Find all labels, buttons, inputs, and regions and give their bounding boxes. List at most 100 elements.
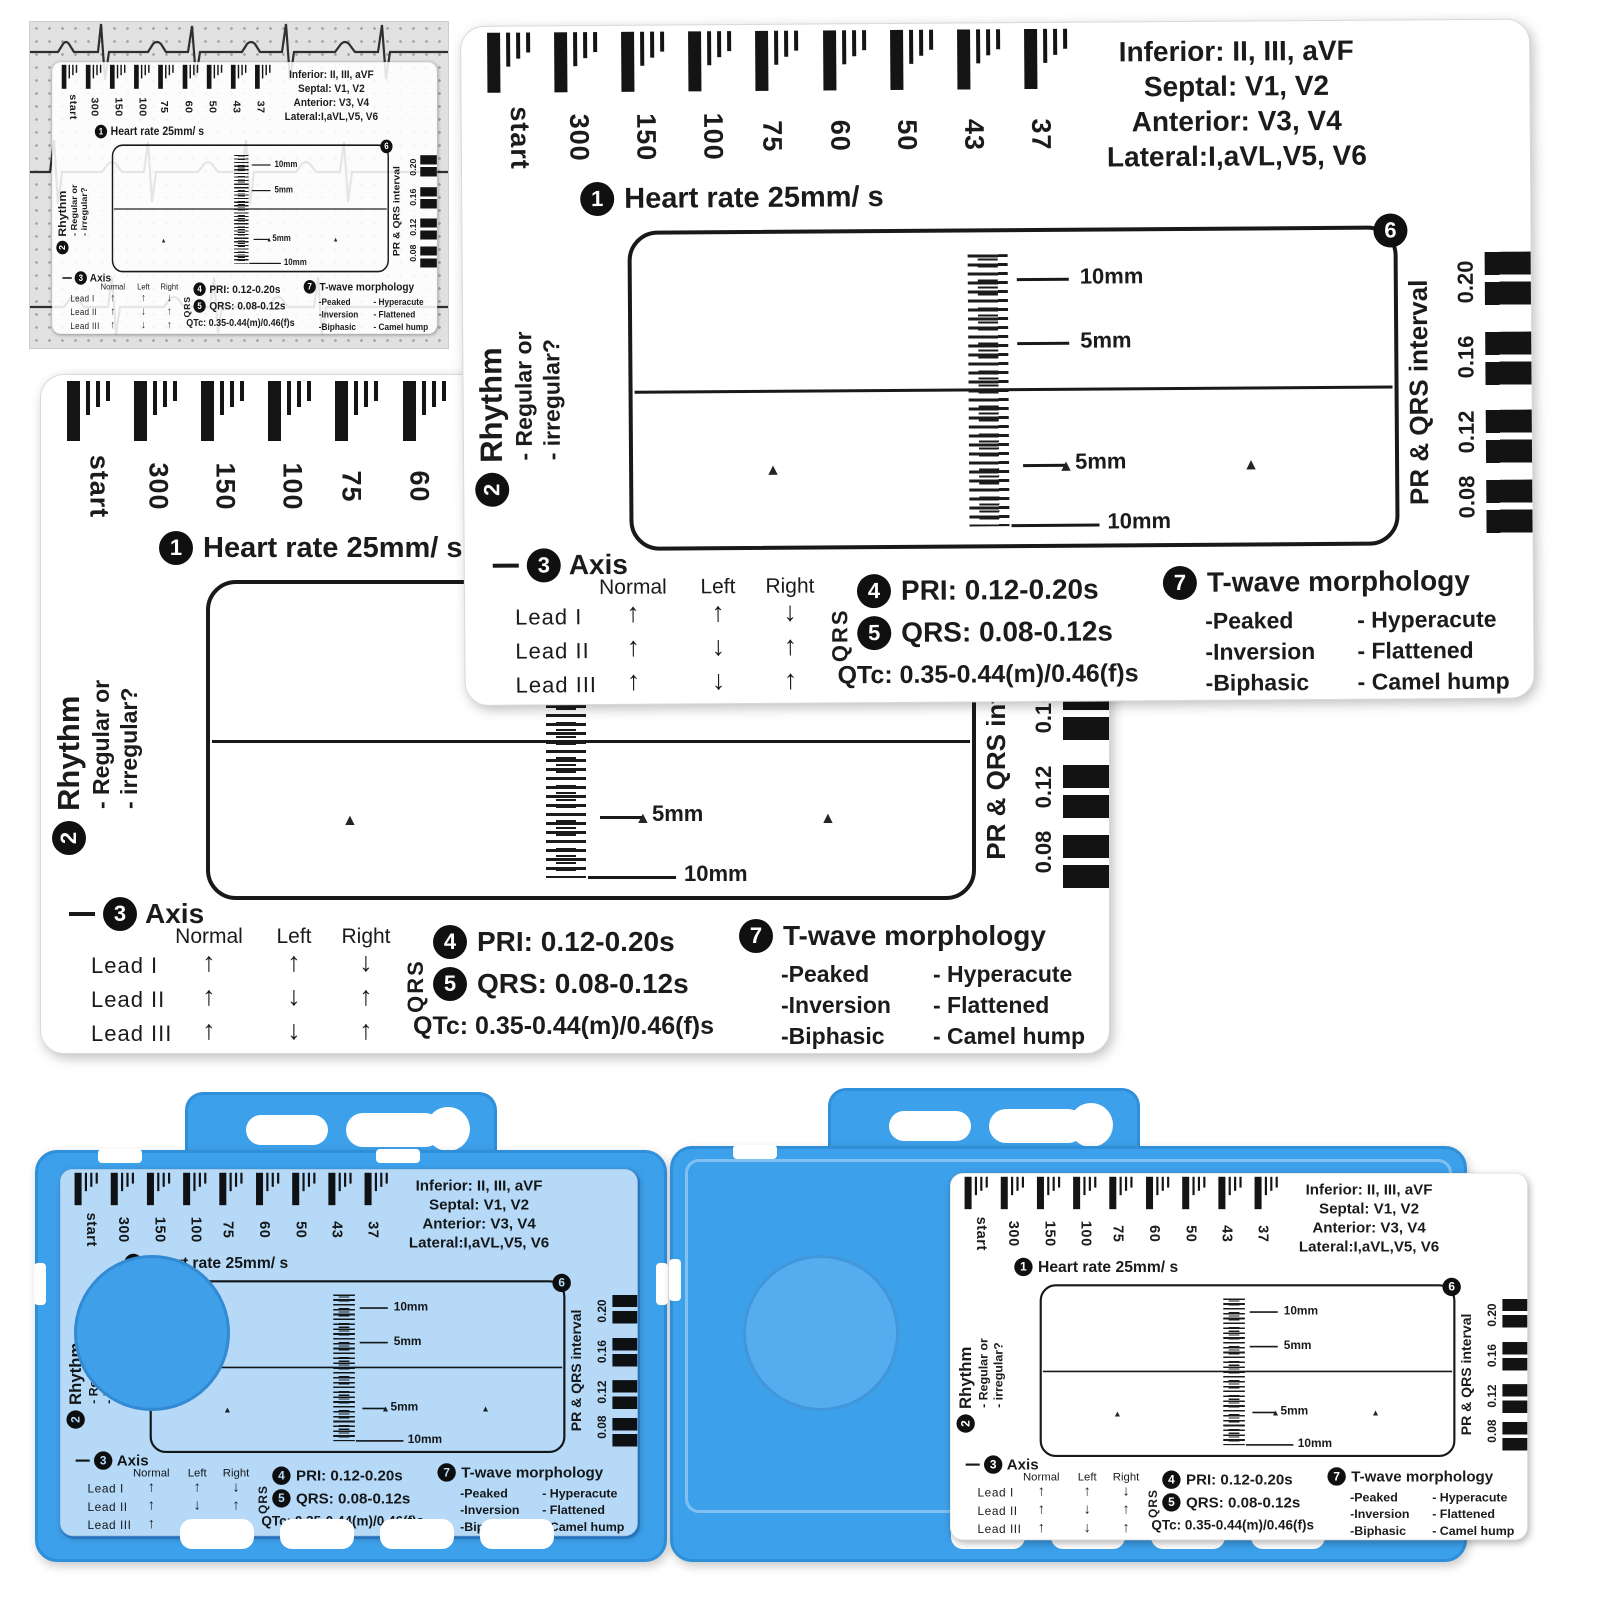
- ruler-tick-group: [335, 381, 402, 443]
- step-1-badge: 1: [94, 124, 108, 139]
- axis-arrow: ↑: [1037, 1482, 1045, 1499]
- pr-qrs-text: PR & QRS interval: [390, 166, 402, 257]
- t-wave-item: - Camel hump: [933, 1023, 1086, 1049]
- pri-value: PRI: 0.12-0.20s: [477, 926, 675, 957]
- ecg-reference-card: start 300 150 100 75 60 50 43 37 Inferio…: [460, 18, 1535, 706]
- baseline: [212, 740, 970, 743]
- tab-hole: [1069, 1103, 1113, 1147]
- axis-arrow: ↓: [166, 291, 172, 304]
- label-5mm-top: 5mm: [274, 184, 293, 195]
- rhythm-line-1: - Regular or: [69, 184, 79, 236]
- ruler-label: 100: [277, 461, 308, 511]
- ruler-label: 150: [631, 112, 662, 161]
- ruler-ticks: [964, 1176, 1291, 1210]
- step-1-badge: 1: [580, 181, 615, 217]
- axis-arrow: ↓: [141, 318, 146, 331]
- qtc-value: QTc: 0.35-0.44(m)/0.46(f)s: [837, 659, 1139, 690]
- lead-group-septal: Septal: V1, V2: [1143, 69, 1330, 103]
- step-2-rhythm: 2 Rhythm - Regular or - irregular?: [51, 625, 181, 855]
- axis-arrow: ↓: [287, 981, 301, 1011]
- mark-line-10mm-top: [251, 164, 271, 166]
- lead-groups-block: Inferior: II, III, aVF Septal: V1, V2 An…: [1253, 1180, 1485, 1256]
- ruler-labels: start 300 150 100 75 60 50 43 37: [62, 94, 279, 120]
- step-7-badge: 7: [303, 280, 316, 294]
- axis-arrow: ↓: [1083, 1500, 1091, 1517]
- step-5-qrs: 5 QRS: 0.08-0.12s: [1162, 1493, 1301, 1512]
- ruler-label: 300: [143, 461, 174, 511]
- qtc-value: QTc: 0.35-0.44(m)/0.46(f)s: [413, 1012, 715, 1040]
- pr-tick-012: 0.12: [1453, 410, 1480, 454]
- ruler-label: 75: [1110, 1224, 1127, 1243]
- ruler-tick-group: [1000, 1176, 1037, 1210]
- pr-tick-016: 0.16: [408, 188, 418, 206]
- step-4-pri: 4 PRI: 0.12-0.20s: [1162, 1470, 1293, 1489]
- photo-card-on-ecg-paper: start 300 150 100 75 60 50 43 37 Inferio…: [30, 22, 448, 348]
- mark-line-10mm-bottom: [1245, 1444, 1294, 1446]
- t-wave-item: -Biphasic: [318, 321, 357, 332]
- rhythm-line-1: - Regular or: [975, 1338, 990, 1408]
- t-wave-item: -Peaked: [1350, 1489, 1398, 1505]
- qrs-value: QRS: 0.08-0.12s: [209, 299, 286, 312]
- ruler-label: 43: [231, 100, 243, 114]
- step-2-badge: 2: [475, 472, 510, 507]
- ruler-tick-group: [487, 32, 555, 94]
- axis-lead-2: Lead II: [91, 987, 166, 1012]
- pr-scale-block: [420, 187, 437, 209]
- ruler-tick-group: [1037, 1176, 1073, 1210]
- ruler-tick-group: [110, 64, 134, 90]
- step-5-qrs: 5 QRS: 0.08-0.12s: [433, 967, 689, 1001]
- qrs-value: QRS: 0.08-0.12s: [1185, 1493, 1301, 1511]
- pr-scale-block: [1486, 479, 1535, 534]
- thumb-circle: [743, 1255, 899, 1411]
- ruler-labels: start 300 150 100 75 60 50 43 37: [488, 101, 1092, 171]
- axis-arrow: ↑: [1122, 1519, 1130, 1536]
- t-wave-header: 7 T-wave morphology: [1327, 1467, 1527, 1486]
- t-wave-item: - Hyperacute: [373, 296, 424, 308]
- step-2-rhythm: 2 Rhythm - Regular or - irregular?: [473, 276, 605, 507]
- axis-lead-3: Lead III: [70, 320, 100, 331]
- qtc-value: QTc: 0.35-0.44(m)/0.46(f)s: [186, 317, 295, 329]
- pr-tick-012: 0.12: [1031, 765, 1056, 809]
- mark-line-5mm-top: [1249, 1345, 1278, 1348]
- ruler-label: 60: [183, 100, 194, 114]
- pr-tick-016: 0.16: [1453, 335, 1479, 379]
- t-wave-list-right: - Hyperacute - Flattened - Camel hump: [1432, 1489, 1514, 1539]
- holder-notch: [669, 1259, 681, 1301]
- t-wave-item: -Peaked: [318, 296, 351, 308]
- pr-qrs-interval-label: PR & QRS interval: [1398, 260, 1440, 524]
- lead-groups-block: Inferior: II, III, aVF Septal: V1, V2 An…: [254, 67, 409, 123]
- ruler-tick-group: [956, 29, 1025, 91]
- rhythm-title: Rhythm: [55, 190, 69, 237]
- axis-lead-2: Lead II: [70, 307, 98, 318]
- triangle-marker: ▲: [332, 236, 339, 244]
- step-5-qrs: 5 QRS: 0.08-0.12s: [857, 614, 1113, 651]
- t-wave-item: -Peaked: [781, 961, 870, 987]
- t-wave-item: - Hyperacute: [1357, 605, 1497, 633]
- baseline: [1042, 1370, 1453, 1373]
- ruler-tick-group: [402, 381, 470, 443]
- card-slot-top-right: start 300 150 100 75 60 50 43 37 Inferio…: [460, 18, 1535, 706]
- label-10mm-top: 10mm: [1283, 1303, 1319, 1318]
- axis-arrow: ↑: [202, 981, 216, 1011]
- ruler-label: 75: [336, 469, 367, 503]
- axis-lead-1: Lead I: [515, 604, 583, 630]
- measure-window: 10mm 5mm 5mm 10mm ▲ ▲ ▲ 6: [111, 139, 393, 273]
- axis-arrow: ↑: [783, 664, 798, 695]
- holder-notch: [34, 1263, 46, 1305]
- step-4-pri: 4 PRI: 0.12-0.20s: [193, 282, 280, 296]
- t-wave-list-left: -Peaked -Inversion -Biphasic: [1205, 605, 1358, 699]
- heart-rate-ruler: start 300 150 100 75 60 50 43 37: [61, 64, 279, 122]
- ruler-tick-group: [964, 1176, 1001, 1210]
- step-5-badge: 5: [857, 616, 892, 651]
- axis-header: 3 Axis: [965, 1455, 1039, 1474]
- axis-col-right: Right: [1112, 1470, 1140, 1483]
- pr-scale-block: [1502, 1421, 1528, 1452]
- t-wave-item: -Inversion: [1350, 1506, 1410, 1521]
- axis-arrow: ↑: [141, 291, 146, 304]
- t-wave-item: -Inversion: [318, 309, 359, 320]
- tab-hole: [426, 1107, 470, 1151]
- pr-tick-008: 0.08: [1031, 830, 1056, 874]
- triangle-marker: ▲: [160, 237, 167, 244]
- ruler-label: 100: [1078, 1220, 1095, 1247]
- t-wave-title: T-wave morphology: [1206, 564, 1470, 598]
